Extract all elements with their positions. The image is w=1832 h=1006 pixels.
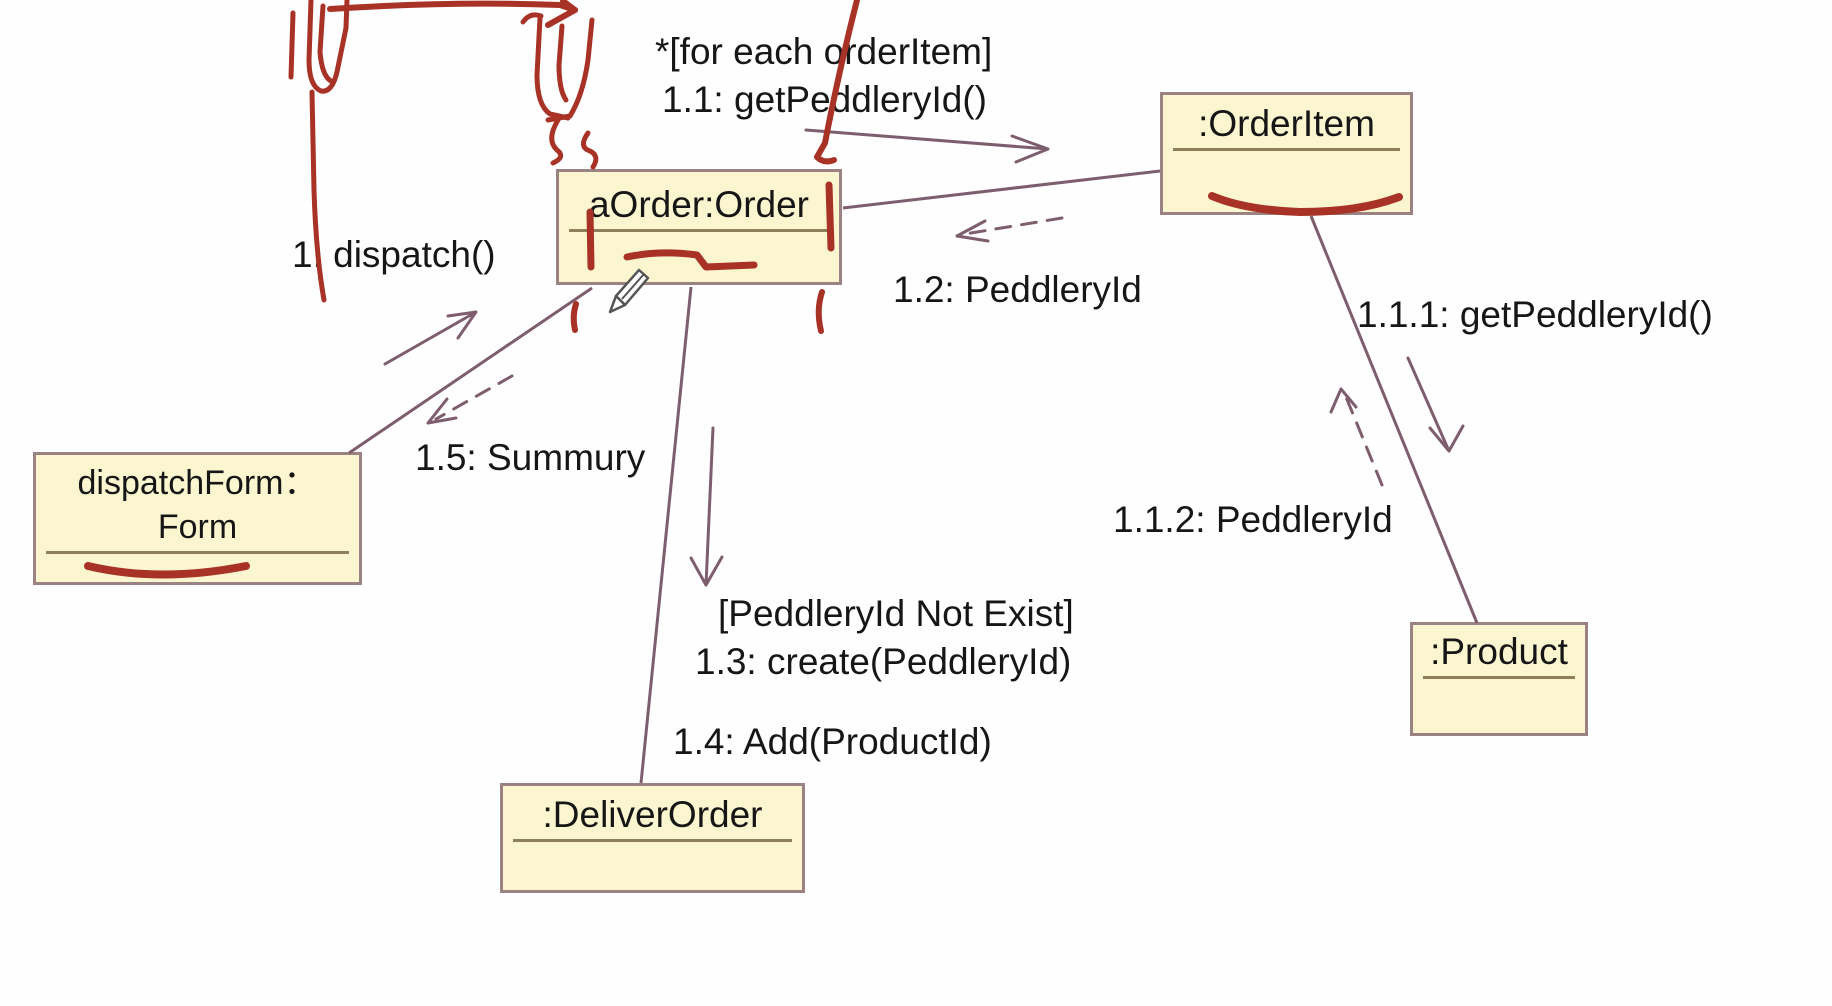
object-label-dispatchform-line1: dispatchForm： xyxy=(77,464,318,502)
object-label-aorder: aOrder:Order xyxy=(588,184,809,225)
message-guard-foreach-orderitem: *[for each orderItem] xyxy=(655,31,993,72)
object-box-orderitem: :OrderItem xyxy=(1160,92,1413,215)
message-1-1-getpeddleryid: 1.1: getPeddleryId() xyxy=(662,79,987,120)
message-1-dispatch: 1: dispatch() xyxy=(292,234,496,275)
message-1-3-create-peddleryid: 1.3: create(PeddleryId) xyxy=(695,641,1072,682)
object-label-orderitem: :OrderItem xyxy=(1198,103,1375,144)
red-annotation-top-arrow xyxy=(327,0,578,28)
link-orderitem-product xyxy=(1309,215,1479,624)
arrow-return-peddleryid xyxy=(955,216,1064,243)
link-order-orderitem xyxy=(842,169,1161,210)
arrow-get-peddleryid-product xyxy=(1406,356,1465,453)
message-1-2-peddleryid: 1.2: PeddleryId xyxy=(893,269,1142,310)
message-1-1-1-getpeddleryid: 1.1.1: getPeddleryId() xyxy=(1357,294,1713,335)
link-form-order xyxy=(348,286,593,455)
arrow-return-peddleryid-product xyxy=(1329,387,1384,487)
object-name-underline xyxy=(569,228,829,232)
object-box-deliverorder: :DeliverOrder xyxy=(500,783,805,893)
object-name-underline xyxy=(46,551,349,555)
arrow-dispatch xyxy=(383,310,478,366)
arrow-create-add xyxy=(689,426,724,587)
object-name-underline xyxy=(1173,147,1400,151)
object-box-product: :Product xyxy=(1410,622,1588,736)
object-box-aorder: aOrder:Order xyxy=(556,169,842,285)
message-1-4-add-productid: 1.4: Add(ProductId) xyxy=(673,721,992,762)
message-1-1-2-peddleryid: 1.1.2: PeddleryId xyxy=(1113,499,1393,540)
object-box-dispatchform: dispatchForm： Form xyxy=(33,452,362,585)
object-name-underline xyxy=(1423,675,1575,679)
object-name-underline xyxy=(513,838,792,842)
message-1-5-summury: 1.5: Summury xyxy=(415,437,646,478)
object-label-product: :Product xyxy=(1430,631,1568,672)
arrow-return-summury xyxy=(426,374,514,425)
object-label-dispatchform-line2: Form xyxy=(157,508,238,547)
arrow-get-peddleryid xyxy=(804,128,1050,164)
link-order-deliverorder xyxy=(639,286,693,784)
red-annotation-right-pen xyxy=(520,12,599,170)
object-label-deliverorder: :DeliverOrder xyxy=(542,794,763,835)
message-guard-peddleryid-not-exist: [PeddleryId Not Exist] xyxy=(718,593,1074,634)
